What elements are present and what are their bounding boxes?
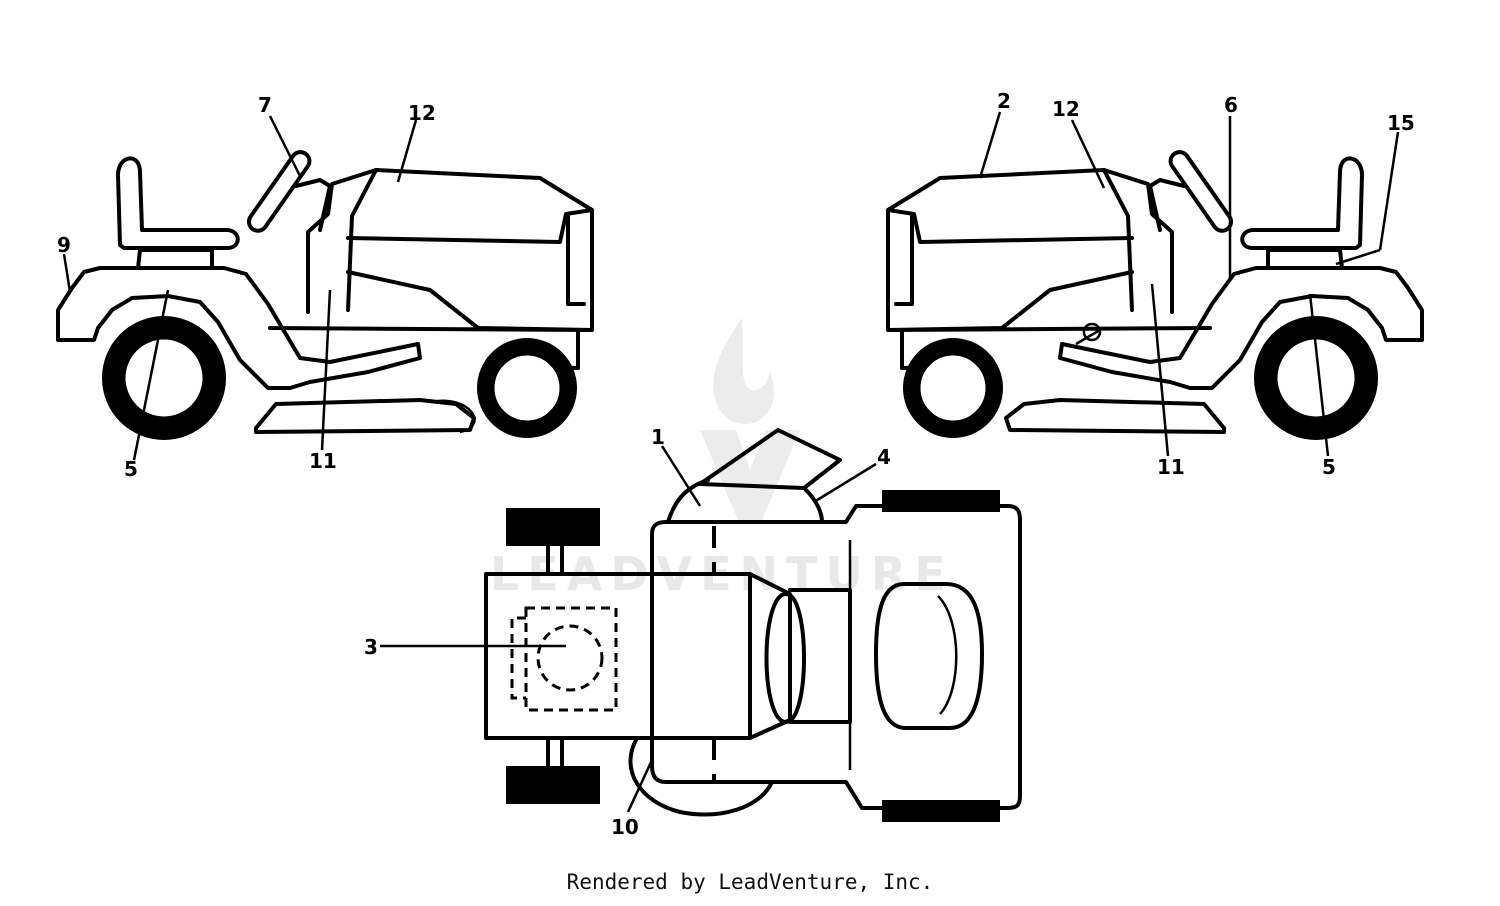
top-fender	[650, 504, 1022, 810]
leader-12a	[396, 119, 418, 183]
hood-left	[268, 168, 594, 332]
leader-7	[268, 115, 302, 177]
leader-15	[1378, 131, 1400, 251]
callout-5a: 5	[124, 457, 138, 481]
top-hood	[484, 572, 792, 740]
deck-lever-right	[1075, 322, 1102, 346]
top-engine-outline	[524, 606, 618, 712]
top-seat-curve	[937, 595, 958, 715]
callout-9: 9	[57, 233, 71, 257]
front-rim-left	[491, 352, 563, 424]
tractor-right-view	[886, 150, 1424, 440]
callout-4: 4	[877, 445, 891, 469]
rear-rim-left	[122, 336, 206, 420]
callout-12a: 12	[408, 101, 436, 125]
leader-2	[978, 111, 1002, 179]
mower-deck-right	[1004, 398, 1226, 434]
seat-left	[116, 156, 240, 270]
leader-11a	[320, 289, 332, 451]
tractor-top-view	[484, 428, 1022, 822]
top-front-tire-bottom	[506, 766, 600, 804]
top-engine-outline-2	[510, 616, 526, 700]
callout-3: 3	[364, 635, 378, 659]
callout-1: 1	[651, 425, 665, 449]
top-seat	[874, 582, 984, 730]
steering-column-left	[294, 178, 332, 232]
rear-fender-left	[56, 266, 422, 390]
top-rear-tire-bottom	[882, 800, 1000, 822]
leader-15b	[1335, 248, 1381, 266]
top-rear-tire-top	[882, 490, 1000, 512]
top-front-axle	[546, 544, 564, 768]
leader-10	[626, 759, 654, 813]
front-rim-right	[917, 352, 989, 424]
dash-panel-right	[886, 168, 1174, 370]
seat-right	[1240, 156, 1364, 270]
top-bag-arc	[628, 738, 774, 817]
top-chute-arc	[666, 478, 824, 524]
callout-10: 10	[611, 815, 639, 839]
callout-leaders	[62, 111, 1400, 813]
leader-4	[813, 462, 877, 504]
flame-watermark-icon	[713, 318, 774, 424]
footer-credit: Rendered by LeadVenture, Inc.	[566, 870, 934, 894]
steering-wheel-right	[1168, 150, 1234, 233]
callout-labels: 7 12 9 5 11 2 12 6 15 11 5 1 4 3 10	[57, 89, 1415, 839]
deck-chute-left	[429, 399, 476, 434]
leader-1	[660, 445, 702, 507]
top-discharge-chute	[698, 428, 842, 490]
callout-15: 15	[1387, 111, 1415, 135]
callout-2: 2	[997, 89, 1011, 113]
mower-deck-left	[254, 398, 476, 434]
top-front-tire-top	[506, 508, 600, 546]
callout-7: 7	[258, 93, 272, 117]
callout-11a: 11	[309, 449, 337, 473]
leader-9	[62, 253, 72, 293]
leader-5b	[1308, 293, 1330, 457]
top-engine-circle	[536, 624, 604, 692]
leader-12b	[1070, 119, 1106, 189]
steering-column-right	[1148, 178, 1186, 232]
callout-12b: 12	[1052, 97, 1080, 121]
dash-panel-left	[306, 168, 594, 370]
leader-5a	[132, 289, 170, 461]
top-steering-oval	[764, 592, 806, 724]
v-watermark-icon	[700, 430, 800, 520]
steering-wheel-left	[246, 150, 312, 233]
rear-fender-right	[1058, 266, 1424, 390]
hood-right	[886, 168, 1212, 332]
callout-5b: 5	[1322, 455, 1336, 479]
leader-11b	[1150, 283, 1170, 457]
callout-6: 6	[1224, 93, 1238, 117]
callout-11b: 11	[1157, 455, 1185, 479]
tractor-left-view	[56, 150, 594, 440]
